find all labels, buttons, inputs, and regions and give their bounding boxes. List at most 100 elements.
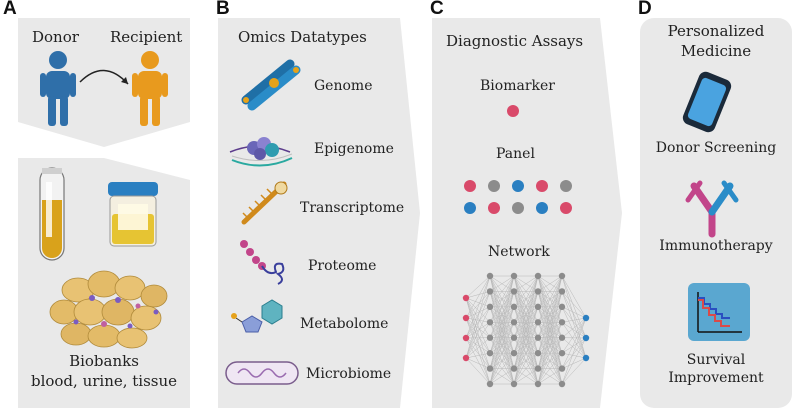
network-edge — [465, 317, 491, 338]
panel-letter-c: C — [430, 0, 444, 19]
panel-dots — [464, 180, 572, 214]
network-node — [534, 365, 542, 372]
network-edge — [537, 275, 563, 323]
panel-letter-a: A — [3, 0, 17, 19]
network-edge — [561, 306, 587, 339]
network-edge — [465, 297, 491, 385]
network-edge — [537, 275, 563, 385]
omics-item-metabolome: Metabolome — [300, 316, 389, 332]
network-edge — [465, 357, 491, 385]
network-node — [558, 319, 566, 326]
panel-dot — [560, 202, 572, 214]
antibody-icon — [685, 180, 739, 238]
network-edge — [561, 317, 587, 385]
panel-dot — [512, 202, 524, 214]
network-node — [462, 314, 470, 322]
network-edge — [465, 275, 491, 299]
network-edge — [465, 291, 491, 299]
network-node — [486, 334, 494, 341]
network-edge — [561, 352, 587, 359]
metabolite-icon — [231, 299, 283, 333]
panel-dot — [464, 180, 476, 192]
recipient-label: Recipient — [110, 28, 183, 46]
network-edge — [561, 317, 587, 354]
network-node — [462, 294, 470, 302]
network-node — [534, 303, 542, 311]
network-edge — [489, 275, 515, 354]
network-node — [510, 365, 518, 372]
network-edge — [489, 275, 515, 323]
network-node — [510, 380, 518, 388]
network-node — [486, 288, 494, 295]
network-edge — [489, 275, 515, 369]
network-edge — [489, 275, 515, 308]
network-edge — [561, 317, 587, 338]
network-edge — [465, 317, 491, 385]
network-node — [486, 380, 494, 388]
network-edge — [489, 368, 515, 385]
network-edge — [465, 291, 491, 359]
network-edge — [489, 322, 515, 385]
network-node — [510, 319, 518, 326]
assays-title: Diagnostic Assays — [446, 32, 584, 50]
network-edge — [537, 275, 563, 369]
network-edge — [465, 275, 491, 359]
network-edge — [513, 306, 539, 385]
network-edge — [465, 352, 491, 359]
donor-screening-label: Donor Screening — [655, 140, 777, 156]
network-node — [558, 334, 566, 341]
panel-dot — [536, 202, 548, 214]
network-edge — [561, 357, 587, 369]
network-node — [486, 319, 494, 326]
panel-dot — [560, 180, 572, 192]
network-edge — [537, 275, 563, 338]
network-node — [510, 349, 518, 357]
network-edge — [465, 337, 491, 369]
network-edge — [513, 275, 539, 323]
network-node — [558, 380, 566, 388]
network-edge — [561, 337, 587, 354]
network-edge — [561, 291, 587, 319]
network-edge — [561, 317, 587, 323]
network-edge — [561, 275, 587, 339]
network-node — [534, 349, 542, 357]
network-edge — [513, 337, 539, 385]
network-node — [558, 288, 566, 295]
network-node — [486, 365, 494, 372]
bacterium-icon — [225, 361, 299, 385]
network-node — [582, 314, 590, 322]
network-node — [462, 334, 470, 342]
network-node — [486, 272, 494, 280]
network-edge — [561, 337, 587, 369]
network-node — [534, 288, 542, 295]
network-edge — [561, 306, 587, 359]
biobanks-title: Biobanks — [69, 352, 139, 370]
network-edge — [513, 275, 539, 354]
immunotherapy-label: Immunotherapy — [659, 238, 773, 254]
network-edge — [465, 306, 491, 339]
biomarker-label: Biomarker — [480, 78, 555, 94]
network-edge — [513, 368, 539, 385]
network-node — [582, 354, 590, 362]
network-node — [510, 334, 518, 341]
survival-chart-icon — [688, 283, 750, 341]
network-edge — [489, 275, 515, 338]
network-edge — [465, 297, 491, 354]
network-node — [510, 288, 518, 295]
donor-recipient-figures — [39, 51, 168, 349]
network-node — [582, 334, 590, 342]
network-edge — [537, 275, 563, 292]
network-edge — [465, 317, 491, 369]
panel-d-bg — [640, 18, 792, 408]
network-node — [558, 349, 566, 357]
network-edge — [465, 297, 491, 308]
biobanks-subtitle: blood, urine, tissue — [30, 372, 178, 390]
network-edge — [537, 275, 563, 308]
network-edge — [465, 275, 491, 319]
network-edge — [489, 275, 515, 292]
network-edge — [561, 322, 587, 339]
omics-item-transcriptome: Transcriptome — [300, 200, 405, 216]
network-edge — [465, 297, 491, 369]
network-edge — [465, 291, 491, 319]
